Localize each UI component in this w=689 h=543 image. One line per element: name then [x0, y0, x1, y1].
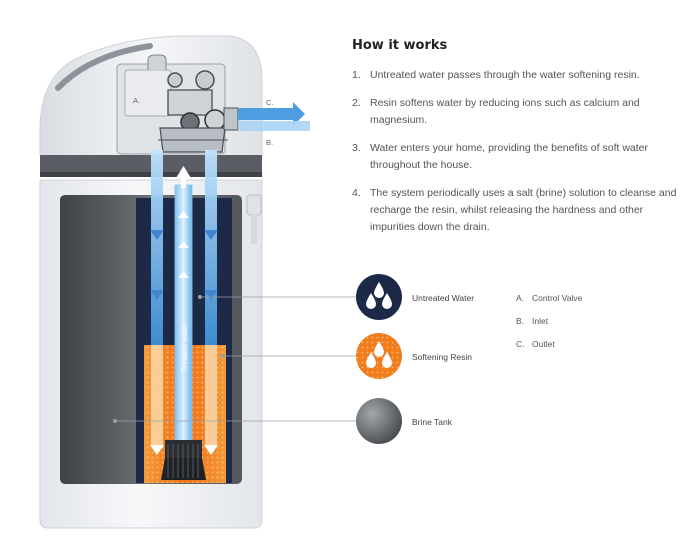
untreated-water-circle	[356, 274, 402, 320]
step-number: 4.	[352, 187, 361, 199]
how-it-works-title: How it works	[352, 38, 448, 53]
treated-water-label: Treated water	[180, 323, 189, 372]
side-clip	[246, 194, 262, 216]
step-item: 3. Water enters your home, providing the…	[352, 140, 682, 174]
step-item: 4. The system periodically uses a salt (…	[352, 185, 682, 236]
key-letter: C.	[516, 339, 525, 349]
step-text: Resin softens water by reducing ions suc…	[370, 97, 640, 126]
softening-resin-circle	[356, 333, 402, 379]
step-number: 1.	[352, 69, 361, 81]
legend-brine-tank: Brine Tank	[412, 417, 453, 427]
legend-softening-resin: Softening Resin	[412, 352, 473, 362]
outlet-arrow	[238, 102, 305, 126]
brine-tank-circle	[356, 398, 402, 444]
untreated-water-streams	[151, 150, 217, 445]
water-drops-icon	[366, 282, 392, 309]
step-item: 2. Resin softens water by reducing ions …	[352, 95, 682, 129]
key-inlet: B. Inlet	[516, 316, 548, 326]
step-item: 1. Untreated water passes through the wa…	[352, 67, 682, 84]
key-outlet: C. Outlet	[516, 339, 555, 349]
key-letter: B.	[516, 316, 525, 326]
key-label: Outlet	[532, 339, 555, 349]
inlet-arrow	[238, 121, 310, 131]
water-drops-icon	[366, 341, 392, 368]
control-valve	[116, 54, 239, 155]
step-text: Water enters your home, providing the be…	[370, 142, 648, 171]
steps-list: 1. Untreated water passes through the wa…	[352, 67, 682, 236]
key-control-valve: A. Control Valve	[516, 293, 582, 303]
label-c: C.	[266, 98, 274, 107]
step-number: 3.	[352, 142, 361, 154]
step-number: 2.	[352, 97, 361, 109]
key-label: Control Valve	[532, 293, 583, 303]
step-text: Untreated water passes through the water…	[370, 69, 640, 81]
legend-untreated-water: Untreated Water	[412, 293, 475, 303]
label-b: B.	[266, 138, 273, 147]
label-a: A.	[133, 96, 140, 105]
distributor-basket	[161, 440, 206, 480]
leader-lines	[113, 294, 357, 423]
key-label: Inlet	[532, 316, 549, 326]
treated-water-riser	[174, 166, 193, 456]
step-text: The system periodically uses a salt (bri…	[370, 187, 677, 233]
how-it-works-panel: How it works 1. Untreated water passes t…	[352, 38, 682, 247]
key-letter: A.	[516, 293, 525, 303]
downflow-arrows	[150, 230, 218, 455]
